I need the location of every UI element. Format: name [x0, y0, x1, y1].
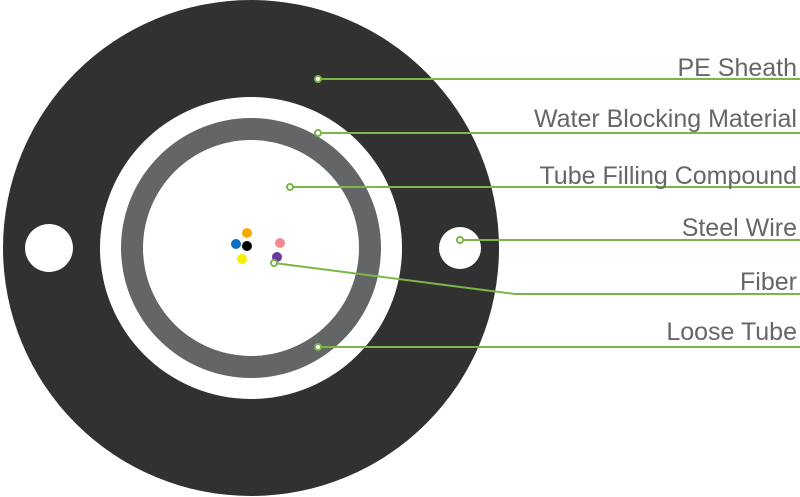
leader-fiber [273, 262, 800, 295]
leader-dot [314, 343, 322, 351]
fiber-strand [275, 238, 285, 248]
label-steel-wire: Steel Wire [682, 214, 797, 242]
steel-wire-left [25, 224, 73, 272]
leader-dot [286, 183, 294, 191]
label-water-blocking: Water Blocking Material [534, 105, 797, 133]
leader-dot [270, 259, 278, 267]
label-loose-tube: Loose Tube [666, 318, 797, 346]
steel-wire-right [439, 227, 481, 269]
leader-dot [314, 129, 322, 137]
leader-lines [270, 75, 800, 351]
leader-dot [314, 75, 322, 83]
fiber-strand [231, 239, 241, 249]
fiber-strand [242, 228, 252, 238]
label-pe-sheath: PE Sheath [677, 54, 797, 82]
fiber-strand [242, 241, 252, 251]
label-tube-filling: Tube Filling Compound [539, 162, 797, 190]
fiber-strand [237, 254, 247, 264]
leader-dot [456, 236, 464, 244]
label-fiber: Fiber [740, 268, 797, 296]
fiber-bundle [231, 228, 285, 264]
